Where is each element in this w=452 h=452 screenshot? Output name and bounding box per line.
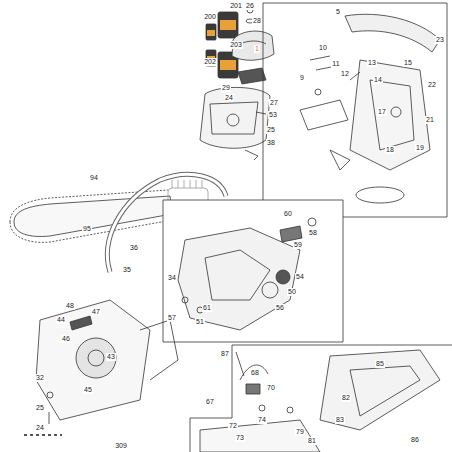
callout-number: 48 [65,302,75,310]
callout-number: 47 [91,308,101,316]
callout-number: 59 [293,241,303,249]
callout-number: 44 [56,316,66,324]
callout-number: 309 [114,442,128,450]
callout-number: 74 [257,416,267,424]
callout-number: 13 [367,59,377,67]
detail-frame [163,200,343,342]
callout-number: 60 [283,210,293,218]
callout-number: 94 [89,174,99,182]
callout-number: 58 [308,229,318,237]
callout-number: 72 [228,422,238,430]
callout-number: 70 [266,384,276,392]
callout-number: 28 [252,17,262,25]
callout-number: 32 [35,374,45,382]
callout-number: 68 [250,369,260,377]
callout-number: 26 [245,2,255,10]
callout-number: 34 [167,274,177,282]
callout-number: 53 [268,111,278,119]
callout-number: 46 [61,335,71,343]
callout-number: 25 [35,404,45,412]
callout-number: 86 [410,436,420,444]
starter [36,300,178,424]
callout-number: 9 [299,74,305,82]
callout-number: 12 [340,70,350,78]
callout-number: 87 [220,350,230,358]
detail-frame [190,345,452,452]
callout-number: 17 [377,108,387,116]
callout-number: 200 [203,13,217,21]
callout-number: 11 [331,60,340,68]
callout-number: 83 [335,416,345,424]
callout-number: 201 [229,2,243,10]
guide-bar [10,190,172,242]
callout-number: 24 [224,94,234,102]
callout-number: 82 [341,394,351,402]
chassis [178,218,316,330]
callout-number: 18 [385,146,395,154]
callout-number: 85 [375,360,385,368]
callout-number: 5 [335,8,341,16]
callout-number: 50 [287,288,297,296]
callout-number: 27 [269,99,279,107]
callout-number: 35 [122,266,132,274]
callout-number: 202 [203,58,217,66]
callout-number: 25 [266,126,276,134]
callout-number: 81 [307,437,317,445]
handle-parts [200,350,440,452]
callout-number: 57 [167,314,177,322]
callout-number: 1 [254,45,260,53]
callout-number: 19 [415,144,425,152]
callout-number: 61 [202,304,212,312]
callout-number: 23 [435,36,445,44]
callout-number: 51 [195,318,205,326]
callout-number: 45 [83,386,93,394]
callout-number: 43 [106,353,116,361]
callout-number: 21 [425,116,435,124]
callout-number: 29 [221,84,231,92]
callout-number: 79 [295,428,305,436]
callout-number: 203 [229,41,243,49]
callout-number: 10 [318,44,328,52]
callout-number: 95 [82,225,92,233]
callout-number: 73 [235,434,245,442]
rear-handle [300,14,440,203]
engine-housing [200,87,270,160]
callout-number: 24 [35,424,45,432]
callout-number: 67 [205,398,215,406]
callout-number: 56 [275,304,285,312]
callout-number: 14 [373,76,383,84]
detail-frame [263,3,447,217]
callout-number: 22 [427,81,437,89]
callout-number: 36 [129,244,139,252]
callout-number: 15 [403,59,413,67]
callout-number: 38 [266,139,276,147]
callout-number: 54 [295,273,305,281]
